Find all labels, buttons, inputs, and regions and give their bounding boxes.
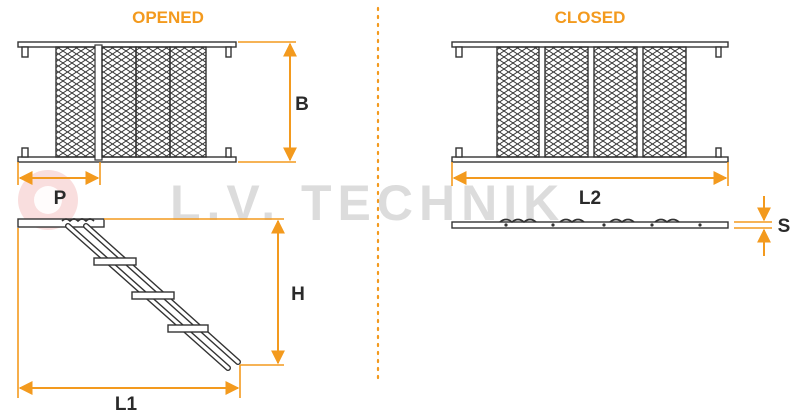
dimension-s: S bbox=[734, 196, 790, 256]
heading-closed: CLOSED bbox=[555, 8, 626, 27]
label-b: B bbox=[295, 94, 309, 115]
label-h: H bbox=[291, 284, 305, 305]
label-l1: L1 bbox=[115, 394, 138, 415]
dimension-b: B bbox=[238, 41, 309, 163]
closed-side-view bbox=[451, 218, 729, 229]
dimension-h: H bbox=[104, 218, 305, 366]
closed-top-view bbox=[451, 41, 729, 163]
dimension-l2: L2 bbox=[451, 162, 729, 209]
dimension-p: P bbox=[17, 162, 101, 209]
label-p: P bbox=[54, 188, 67, 209]
dimension-l1: L1 bbox=[17, 228, 241, 415]
opened-top-view bbox=[17, 41, 237, 163]
label-s: S bbox=[778, 216, 791, 237]
heading-opened: OPENED bbox=[132, 8, 204, 27]
label-l2: L2 bbox=[579, 188, 601, 209]
opened-side-view bbox=[17, 218, 241, 371]
